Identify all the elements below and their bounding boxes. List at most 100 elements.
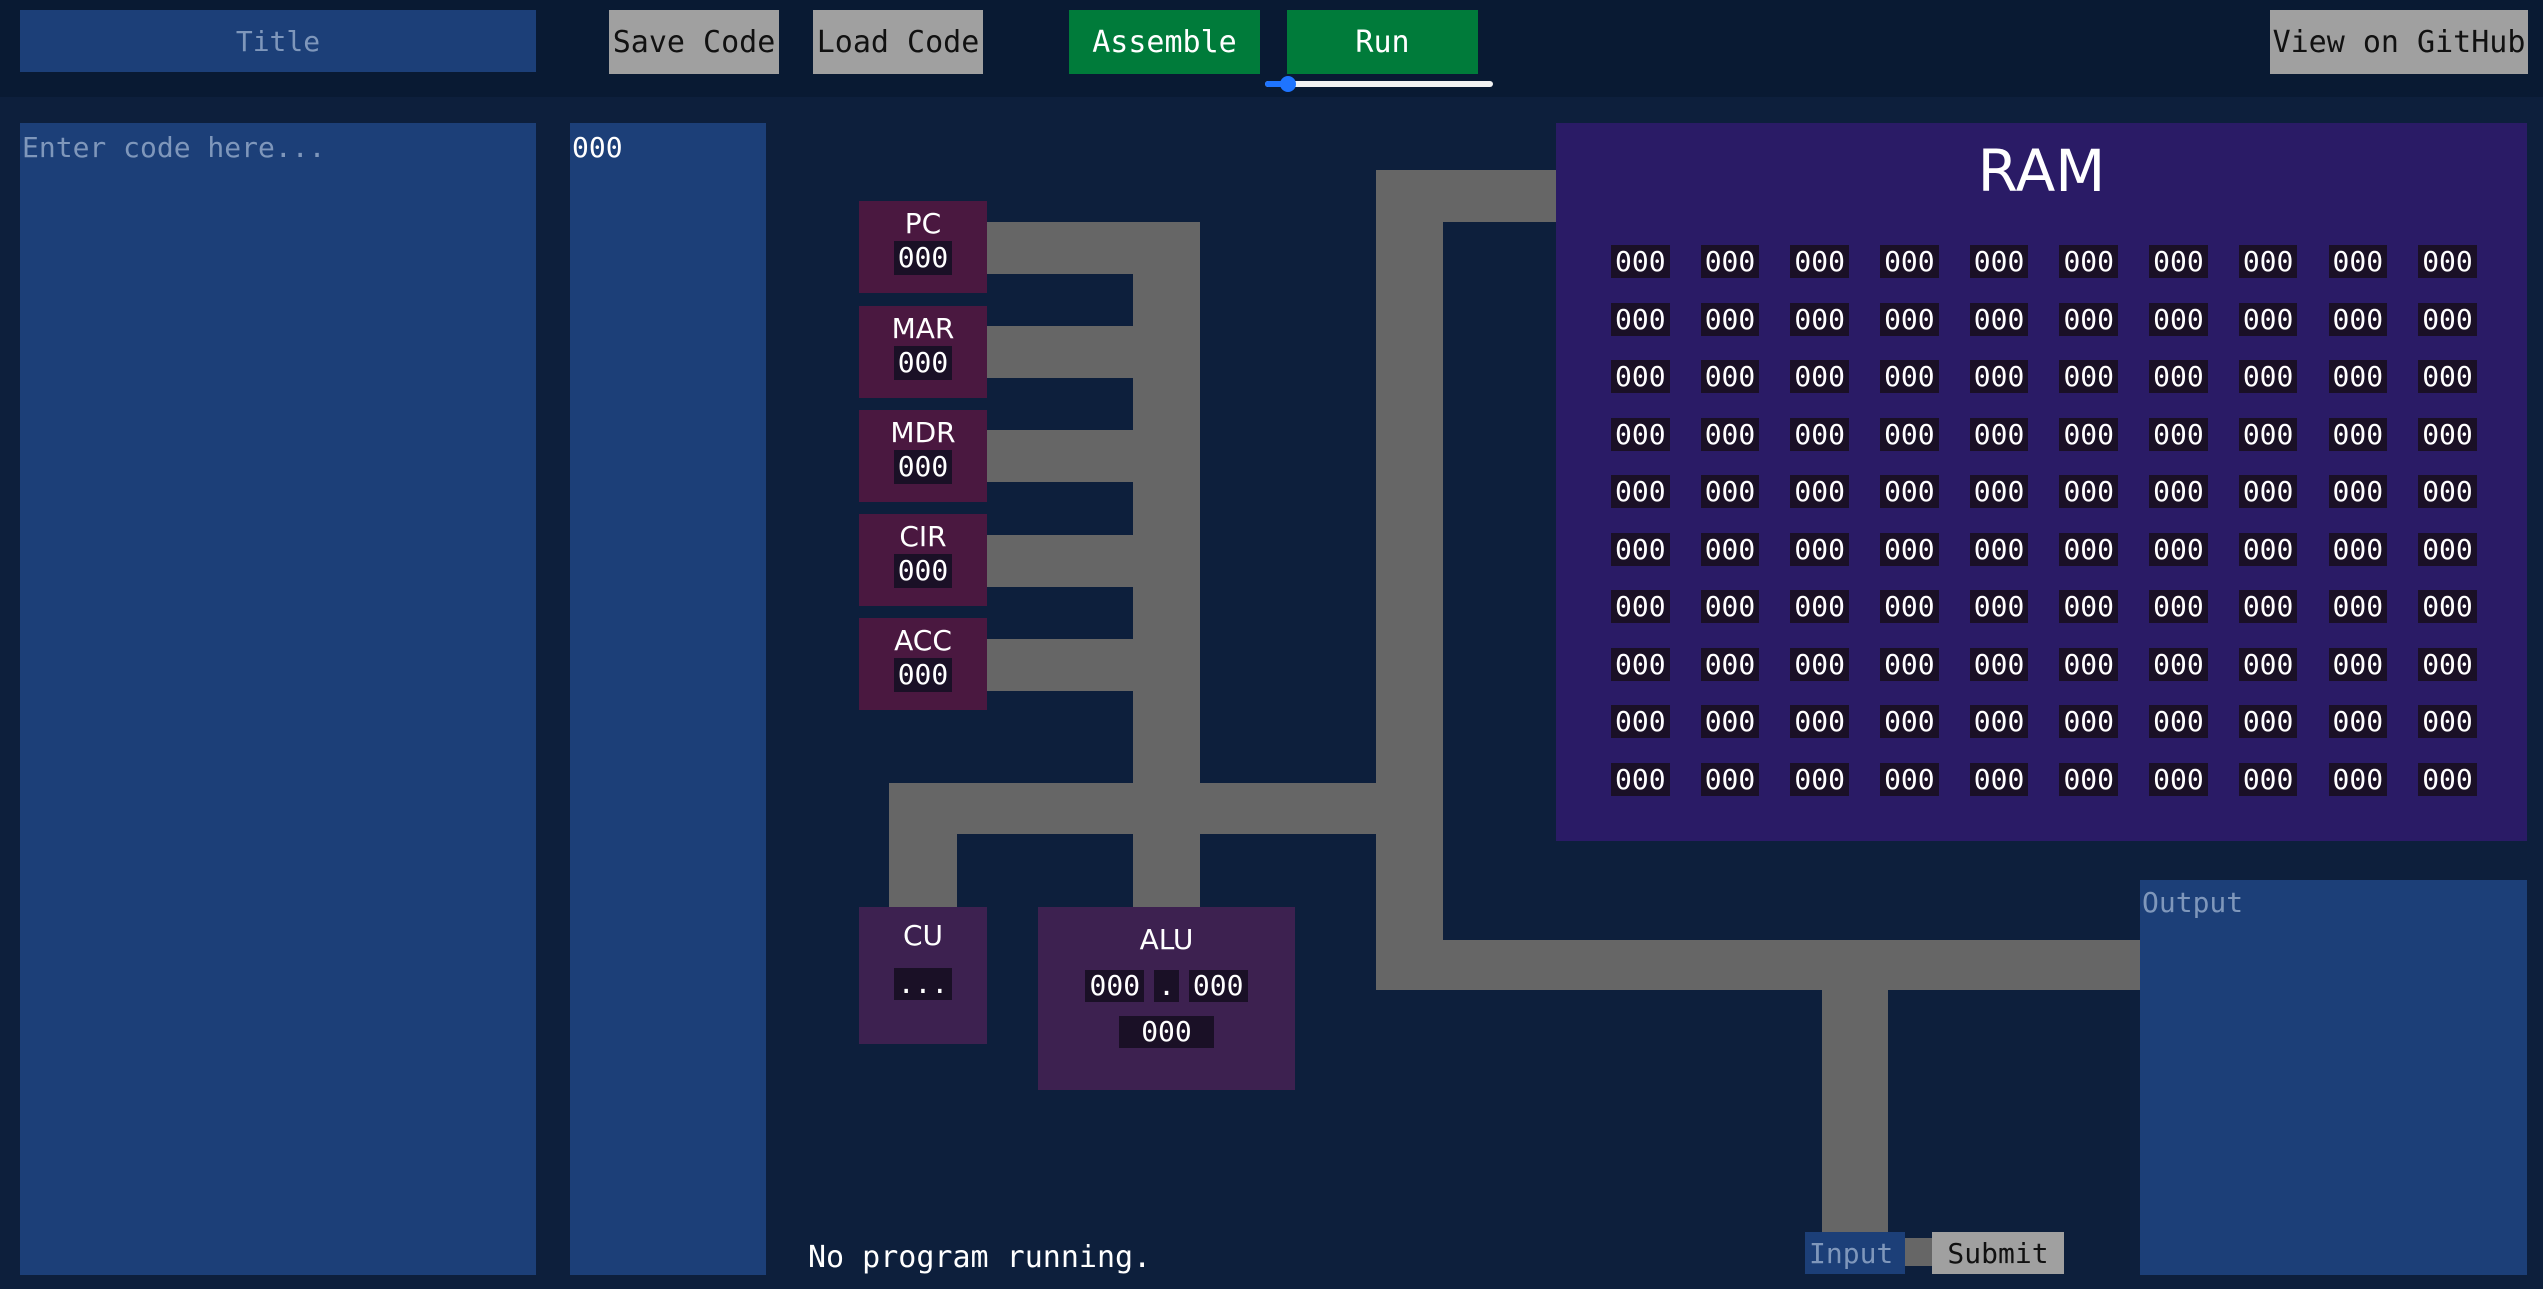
ram-cell: 000 <box>2059 647 2149 706</box>
ram-cell: 000 <box>1700 302 1791 361</box>
ram-cell: 000 <box>1700 417 1791 476</box>
ram-cell: 000 <box>1700 360 1791 418</box>
ram-cell-value: 000 <box>1700 475 1760 508</box>
ram-cell-value: 000 <box>1969 532 2029 566</box>
ram-cell: 000 <box>2149 705 2239 763</box>
ram-cell-value: 000 <box>1880 705 1939 738</box>
ram-cell-value: 000 <box>1790 475 1849 508</box>
ram-cell: 000 <box>2328 302 2419 361</box>
ram-cell-value: 000 <box>1700 705 1760 738</box>
ram-cell: 000 <box>1790 417 1880 476</box>
ram-cell: 000 <box>2059 590 2149 648</box>
ram-cell: 000 <box>1700 475 1791 533</box>
ram-cell-value: 000 <box>1880 762 1939 796</box>
assemble-button[interactable]: Assemble <box>1069 10 1260 74</box>
ram-cell-value: 000 <box>1611 417 1670 451</box>
ram-cell: 000 <box>1790 360 1880 418</box>
submit-button[interactable]: Submit <box>1932 1232 2064 1274</box>
view-on-github-button[interactable]: View on GitHub <box>2270 10 2528 74</box>
speed-slider-handle[interactable] <box>1279 76 1296 92</box>
ram-cell: 000 <box>1790 302 1880 361</box>
bus-input <box>1822 940 1888 1235</box>
ram-cell-value: 000 <box>2149 705 2208 738</box>
ram-cell: 000 <box>1700 647 1791 706</box>
ram-cell: 000 <box>1611 475 1701 533</box>
ram-cell-value: 000 <box>2328 590 2388 623</box>
ram-cell-value: 000 <box>2418 417 2477 451</box>
alu-result: 000 <box>1119 1016 1214 1048</box>
ram-cell: 000 <box>1969 590 2060 648</box>
ram-cell-value: 000 <box>2328 532 2388 566</box>
ram-cell: 000 <box>2149 762 2239 821</box>
ram-cell: 000 <box>2418 475 2508 533</box>
register-value: 000 <box>893 658 953 692</box>
ram-cell-value: 000 <box>1880 590 1939 623</box>
bus-input-connector <box>1905 1238 1933 1266</box>
register-mar: MAR 000 <box>859 306 987 398</box>
ram-cell: 000 <box>2418 705 2508 763</box>
ram-cell: 000 <box>2059 302 2149 361</box>
speed-slider[interactable] <box>1265 81 1493 87</box>
ram-cell-value: 000 <box>1969 647 2029 681</box>
output-display[interactable] <box>2140 880 2527 1275</box>
ram-cell: 000 <box>1611 245 1701 303</box>
ram-cell-value: 000 <box>1611 245 1670 278</box>
ram-cell: 000 <box>1790 245 1880 303</box>
ram-cell-value: 000 <box>2238 590 2298 623</box>
input-field[interactable] <box>1805 1232 1905 1274</box>
register-acc: ACC 000 <box>859 618 987 710</box>
ram-cell: 000 <box>2149 532 2239 591</box>
ram-cell-value: 000 <box>1790 762 1849 796</box>
register-label: MDR <box>890 416 956 449</box>
ram-cell: 000 <box>1880 647 1970 706</box>
alu-label: ALU <box>1139 923 1194 956</box>
ram-cell-value: 000 <box>2238 245 2298 278</box>
ram-cell-value: 000 <box>2238 302 2298 336</box>
ram-cell-value: 000 <box>1880 302 1939 336</box>
ram-cell-value: 000 <box>2418 302 2477 336</box>
register-value: 000 <box>893 450 953 484</box>
ram-cell: 000 <box>1880 590 1970 648</box>
ram-cell: 000 <box>1790 762 1880 821</box>
ram-cell: 000 <box>1969 532 2060 591</box>
ram-cell-value: 000 <box>1790 647 1849 681</box>
ram-cell-value: 000 <box>2149 590 2208 623</box>
ram-cell: 000 <box>2059 475 2149 533</box>
ram-cell-value: 000 <box>2418 762 2477 796</box>
ram-cell: 000 <box>1880 302 1970 361</box>
ram-cell: 000 <box>1969 417 2060 476</box>
ram-cell: 000 <box>1611 590 1701 648</box>
save-code-button[interactable]: Save Code <box>609 10 779 74</box>
code-editor[interactable] <box>20 123 536 1275</box>
ram-cell-value: 000 <box>1880 417 1939 451</box>
ram-cell: 000 <box>2149 302 2239 361</box>
ram-cell: 000 <box>2418 417 2508 476</box>
alu: ALU 000 . 000 000 <box>1038 907 1295 1090</box>
ram-cell-value: 000 <box>1700 302 1760 336</box>
bus-output <box>1376 940 2142 990</box>
ram-cell: 000 <box>2328 245 2419 303</box>
ram-cell: 000 <box>2059 705 2149 763</box>
ram-cell-value: 000 <box>1790 245 1849 278</box>
ram-cell-value: 000 <box>1969 475 2029 508</box>
ram-cell-value: 000 <box>2059 705 2119 738</box>
bus-ram-trunk <box>1376 170 1443 990</box>
ram-cell-value: 000 <box>1700 532 1760 566</box>
status-text: No program running. <box>808 1240 1152 1275</box>
ram-cell: 000 <box>1969 245 2060 303</box>
ram-cell-value: 000 <box>1611 647 1670 681</box>
run-button[interactable]: Run <box>1287 10 1478 74</box>
register-label: MAR <box>891 312 955 345</box>
ram-cell-value: 000 <box>2059 360 2119 393</box>
ram-cell: 000 <box>2059 762 2149 821</box>
ram-cell-value: 000 <box>1969 590 2029 623</box>
load-code-button[interactable]: Load Code <box>813 10 983 74</box>
ram-cell: 000 <box>1700 705 1791 763</box>
ram-cell-value: 000 <box>2238 532 2298 566</box>
title-input[interactable] <box>20 10 536 72</box>
ram-cell-value: 000 <box>2418 647 2477 681</box>
ram-cell-value: 000 <box>1880 475 1939 508</box>
ram-cell-value: 000 <box>2059 302 2119 336</box>
ram-cell-value: 000 <box>2238 360 2298 393</box>
